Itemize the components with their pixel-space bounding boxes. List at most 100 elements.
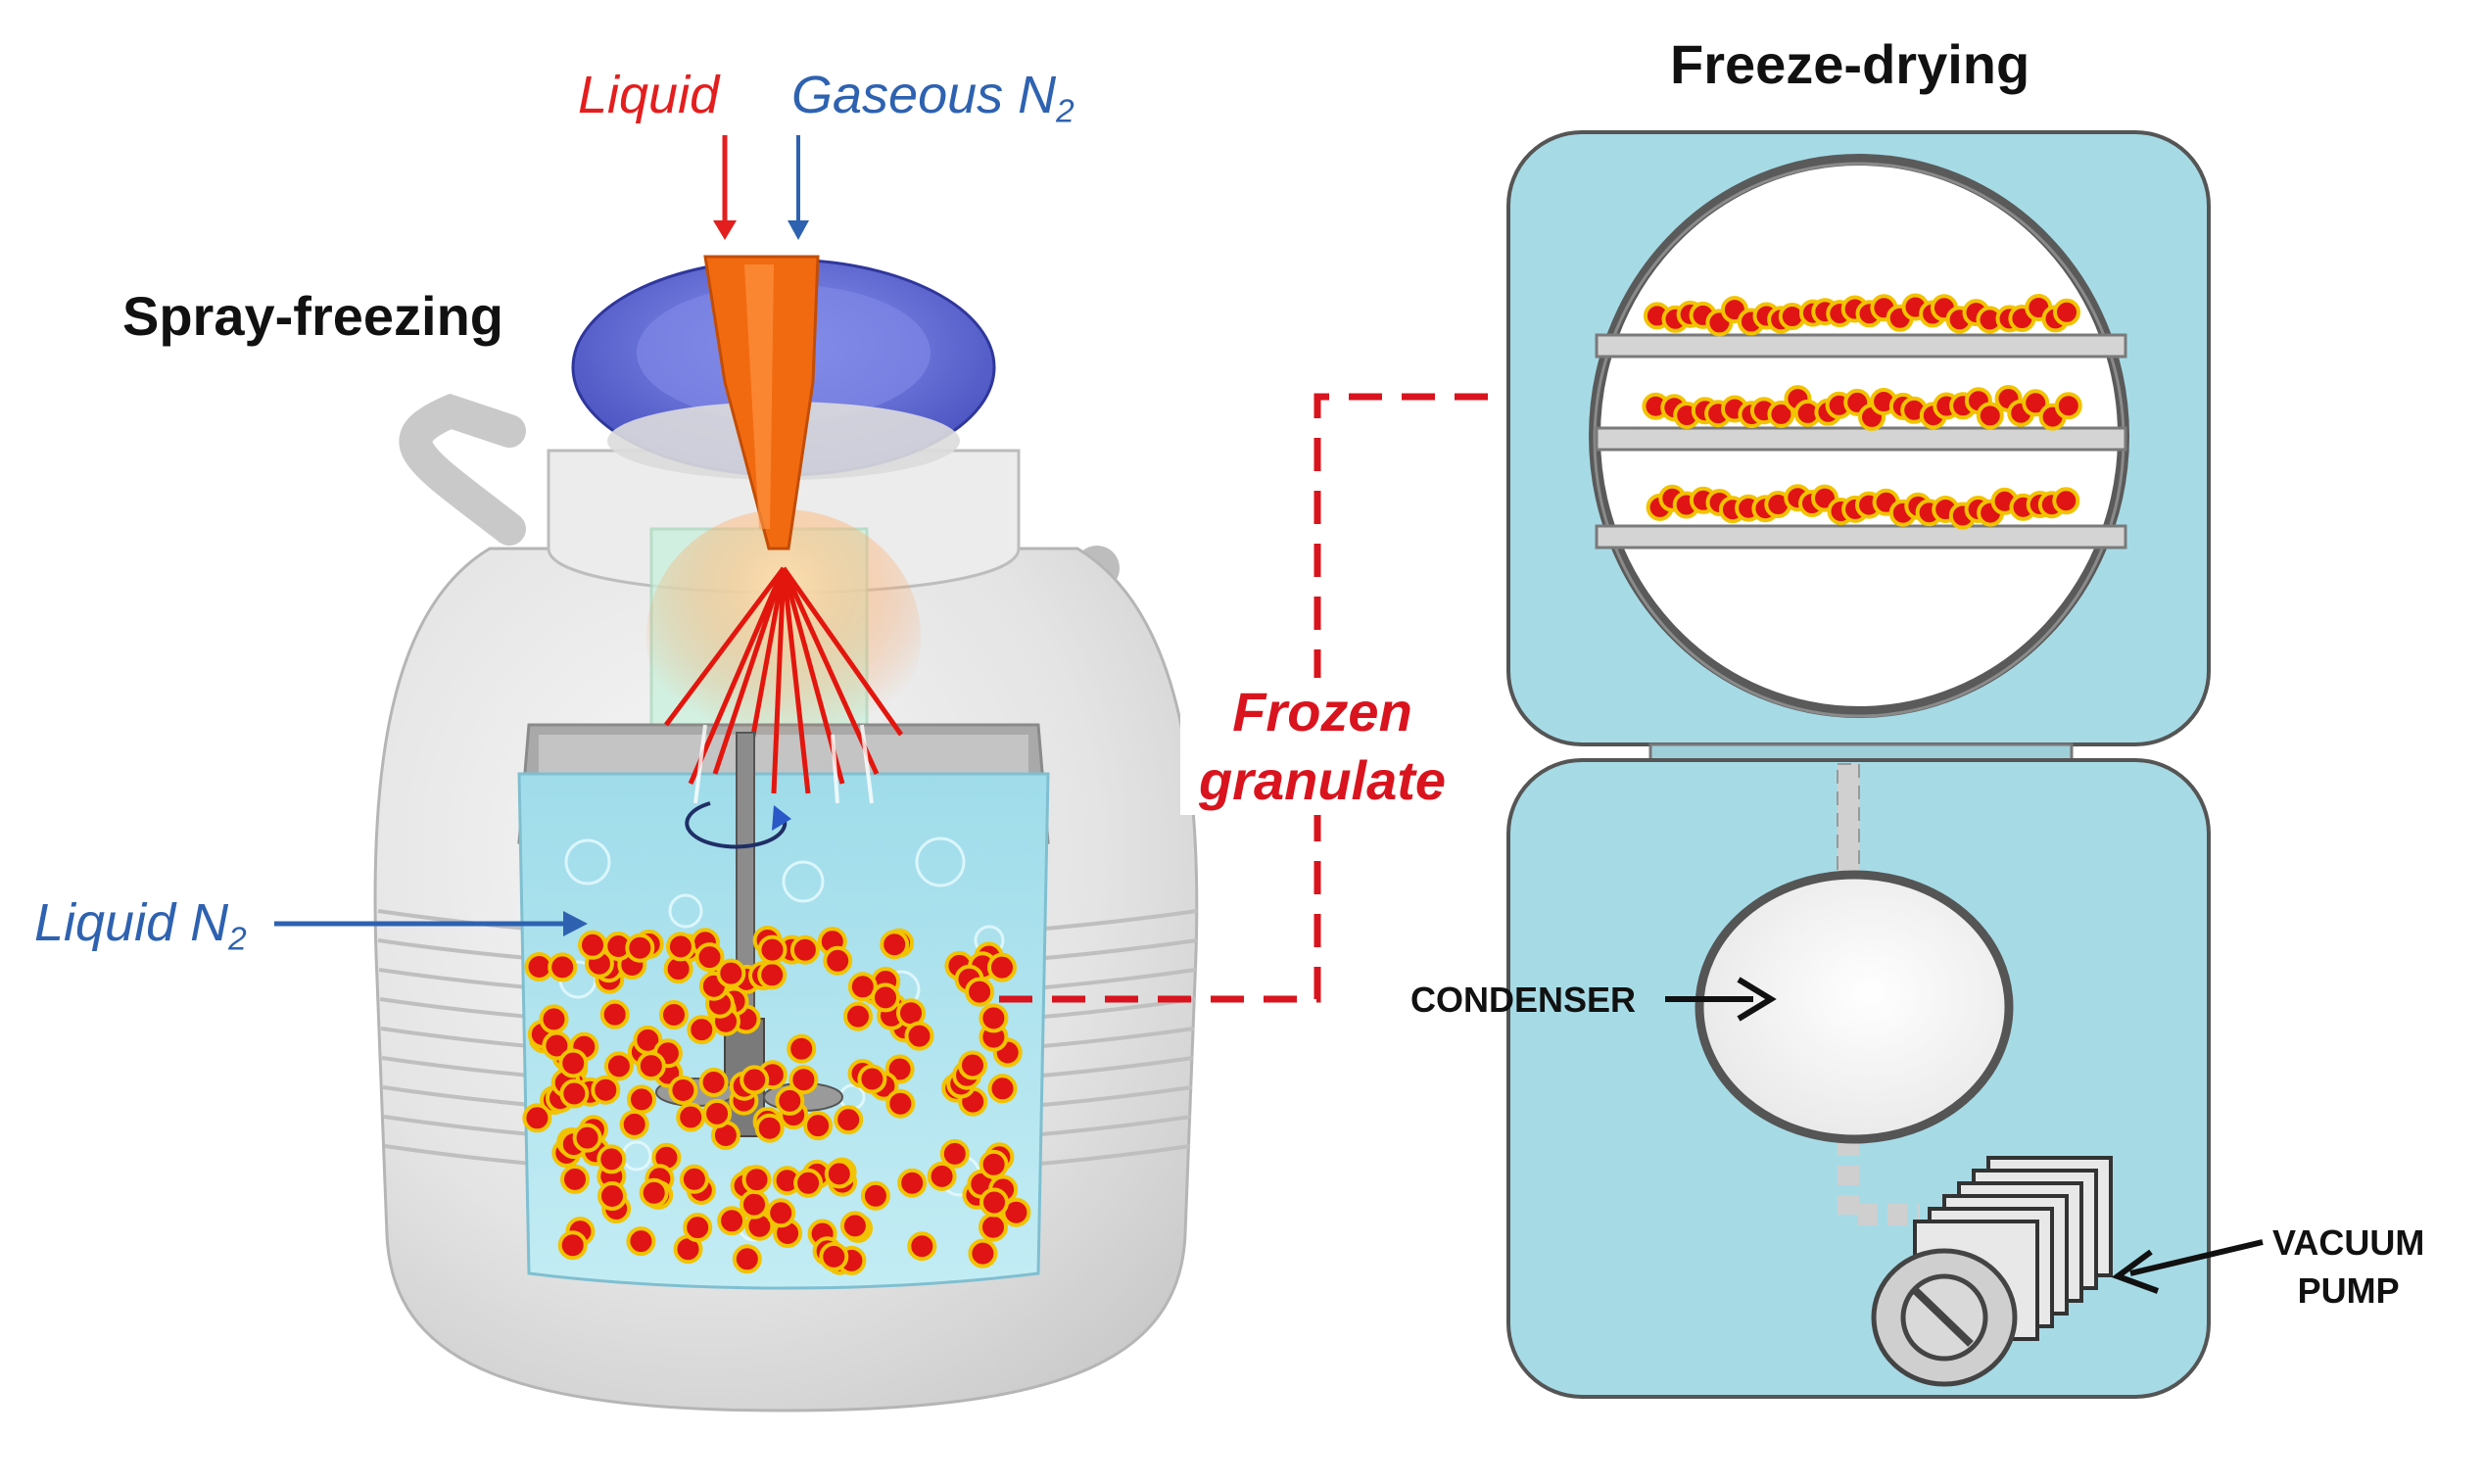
gaseous-n2-text: Gaseous N xyxy=(791,66,1057,124)
particle xyxy=(754,1113,785,1143)
particle xyxy=(824,1159,854,1189)
particle xyxy=(823,945,853,976)
spray-nozzle-icon xyxy=(703,255,820,551)
particle xyxy=(839,1211,870,1241)
particle xyxy=(560,1164,590,1194)
particle xyxy=(578,930,607,960)
frozen-granulate-label: Frozen granulate xyxy=(1180,678,1464,815)
particle xyxy=(907,1231,937,1262)
particle xyxy=(665,932,695,962)
particle xyxy=(659,1000,689,1029)
particle xyxy=(904,1021,934,1051)
condenser-arrow xyxy=(1665,977,1777,1022)
particle xyxy=(788,1065,819,1095)
particle xyxy=(740,1065,770,1095)
particle xyxy=(539,1004,569,1034)
particle xyxy=(757,934,788,965)
vacuum-pump-arrow xyxy=(2111,1239,2264,1294)
particle xyxy=(987,952,1017,982)
particle xyxy=(698,1068,729,1097)
particle xyxy=(732,1244,762,1274)
particle xyxy=(871,982,900,1013)
particle xyxy=(2022,389,2050,417)
chamber-hinge xyxy=(1648,742,2074,762)
liquid-arrow xyxy=(713,135,737,240)
particle xyxy=(694,942,725,973)
particle xyxy=(968,1238,998,1269)
spray-jets xyxy=(664,566,904,794)
freeze-drying-heading: Freeze-drying xyxy=(1670,33,2030,95)
particle xyxy=(676,1102,706,1132)
particle xyxy=(627,1084,656,1115)
particle xyxy=(857,1064,887,1094)
spray-freezing-heading: Spray-freezing xyxy=(122,285,503,347)
particle xyxy=(979,1149,1009,1179)
particle xyxy=(522,1103,552,1133)
particle xyxy=(793,1168,824,1198)
gaseous-arrow xyxy=(788,135,809,240)
particle xyxy=(979,1212,1008,1242)
particle xyxy=(939,1138,970,1169)
particle xyxy=(558,1048,589,1078)
particle xyxy=(775,1085,805,1116)
particle xyxy=(716,958,746,988)
particle xyxy=(603,1051,634,1081)
particle xyxy=(683,1213,713,1243)
particle xyxy=(897,1168,928,1198)
particle xyxy=(789,934,820,965)
particle xyxy=(668,1076,698,1105)
particle xyxy=(639,1177,669,1208)
particle xyxy=(958,1050,987,1080)
particle xyxy=(591,1075,621,1105)
particle xyxy=(740,1189,769,1220)
particle xyxy=(860,1180,890,1211)
frozen-particles xyxy=(522,926,1031,1275)
vacuum-pump-icon xyxy=(1871,1156,2113,1387)
particle xyxy=(559,1078,590,1109)
liquid-n2-text: Liquid N xyxy=(34,893,229,952)
frozen-granulate-line1: Frozen xyxy=(1232,681,1412,742)
particle xyxy=(757,960,788,990)
gaseous-n2-subscript: 2 xyxy=(1056,93,1074,130)
particle xyxy=(834,1105,864,1135)
particle xyxy=(1976,402,2004,430)
particle xyxy=(880,930,910,960)
vacuum-pump-label: VACUUM PUMP xyxy=(2272,1220,2424,1315)
particle xyxy=(787,1033,817,1064)
transfer-path xyxy=(999,393,1606,1003)
particle xyxy=(766,1198,796,1228)
particle xyxy=(1767,400,1795,428)
liquid-n2-arrow xyxy=(274,911,588,936)
particle xyxy=(619,1109,649,1139)
particle xyxy=(979,1003,1009,1033)
particle xyxy=(597,1181,627,1211)
frozen-granulate-line2: granulate xyxy=(1198,749,1447,811)
particle xyxy=(702,1098,733,1128)
shelf-particles xyxy=(1642,293,2082,530)
vacuum-pump-line2: PUMP xyxy=(2297,1269,2400,1311)
particle xyxy=(803,1111,834,1141)
particle xyxy=(597,1144,627,1174)
particle xyxy=(717,1206,747,1236)
particle xyxy=(625,933,655,963)
condenser-label: CONDENSER xyxy=(1410,980,1637,1020)
particle xyxy=(572,1123,602,1153)
particle xyxy=(626,1226,656,1257)
particle xyxy=(927,1161,957,1191)
vacuum-pump-line1: VACUUM xyxy=(2272,1222,2425,1263)
particle xyxy=(599,999,630,1029)
particle xyxy=(679,1164,709,1194)
liquid-n2-subscript: 2 xyxy=(228,921,247,958)
particle xyxy=(2052,487,2080,515)
particle xyxy=(636,1051,666,1081)
liquid-label: Liquid xyxy=(578,66,720,124)
particle xyxy=(885,1088,916,1119)
particle xyxy=(548,952,578,982)
spray-glow xyxy=(646,509,921,764)
drying-chamber xyxy=(1506,130,2211,746)
particle xyxy=(979,1187,1009,1218)
condenser-icon xyxy=(1695,870,2014,1144)
particle xyxy=(687,1015,717,1045)
gaseous-n2-label: Gaseous N2 xyxy=(791,69,1074,128)
